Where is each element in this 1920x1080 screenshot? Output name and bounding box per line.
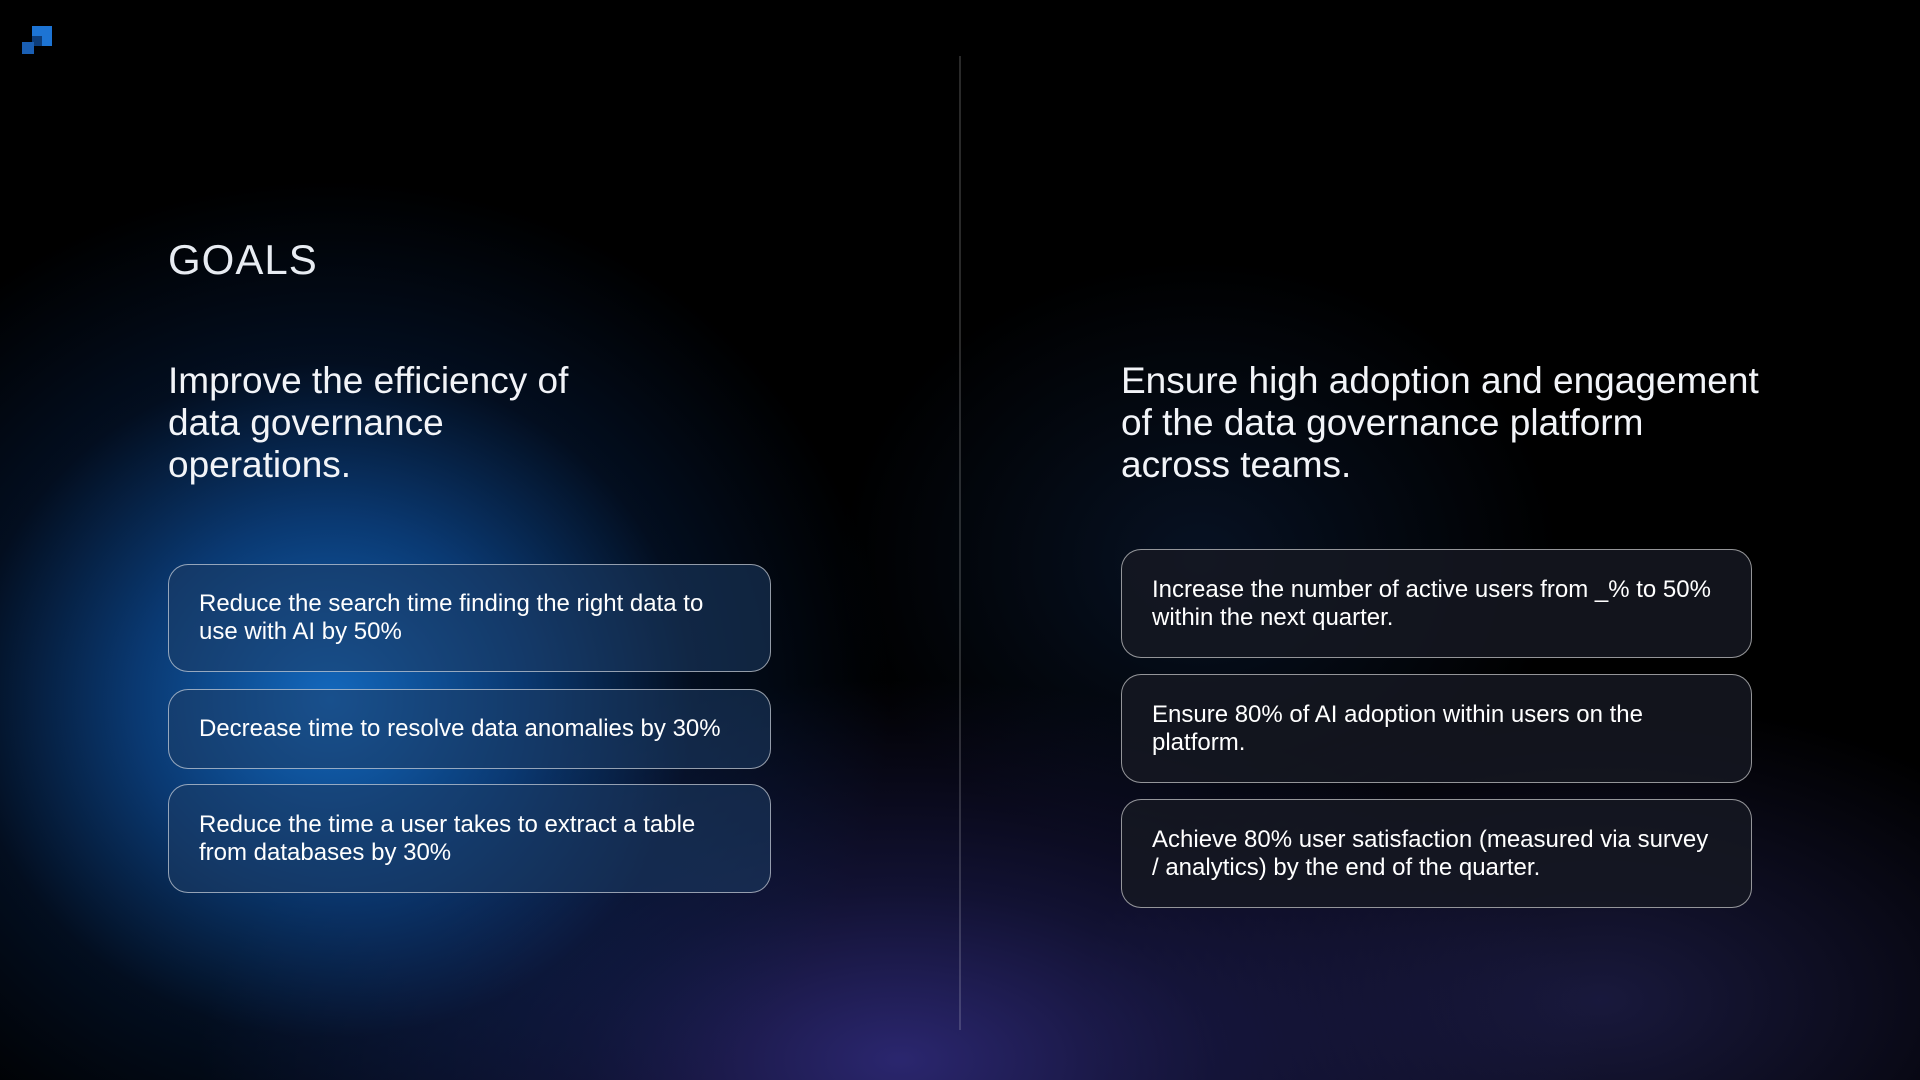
page-title: GOALS [168, 236, 318, 283]
goal-card: Reduce the time a user takes to extract … [168, 784, 771, 893]
logo-square-small [22, 42, 34, 54]
goal-card: Achieve 80% user satisfaction (measured … [1121, 799, 1752, 908]
brand-logo-icon [22, 26, 52, 56]
logo-square-overlap [32, 36, 42, 46]
goal-card: Reduce the search time finding the right… [168, 564, 771, 672]
column-divider [959, 56, 961, 1030]
goal-card: Decrease time to resolve data anomalies … [168, 689, 771, 769]
goal-heading-efficiency: Improve the efficiency of data governanc… [168, 360, 569, 485]
goal-heading-adoption: Ensure high adoption and engagement of t… [1121, 360, 1759, 485]
goal-card: Ensure 80% of AI adoption within users o… [1121, 674, 1752, 783]
goal-card: Increase the number of active users from… [1121, 549, 1752, 658]
